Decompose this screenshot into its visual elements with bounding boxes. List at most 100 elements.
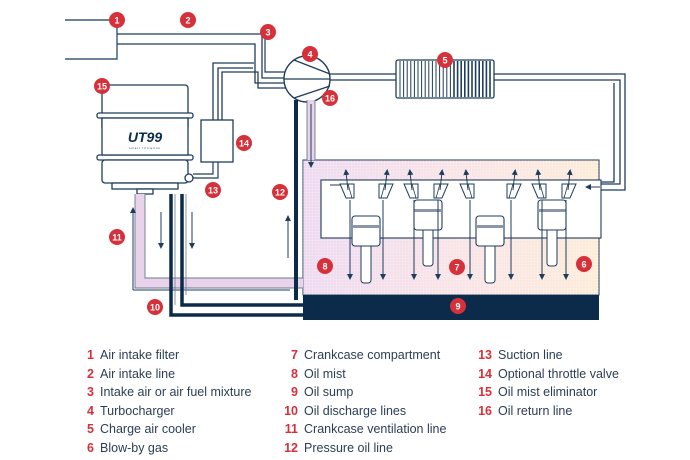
badge-label: 16 [325,94,335,104]
legend-item: 10 Oil discharge lines [280,402,446,421]
legend-item: 7 Crankcase compartment [280,346,446,365]
legend-label: Crankcase ventilation line [304,422,447,437]
badge-12: 12 [272,184,288,200]
legend-num: 15 [478,385,492,400]
legend-item: 16 Oil return line [474,402,619,421]
legend-label: Oil mist [304,366,346,381]
legend-label: Charge air cooler [100,422,196,437]
legend-label: Air intake line [100,366,176,381]
legend-num: 13 [478,348,492,362]
legend-label: Oil sump [304,385,354,400]
oil-mist-eliminator [96,84,194,195]
badge-6: 6 [576,256,592,272]
flow-arrow-up [438,169,445,191]
legend-num: 1 [87,348,94,362]
badge-label: 5 [442,56,447,66]
flow-arrow-up [407,169,414,191]
suction-line [212,62,290,120]
legend-label: Intake air or air fuel mixture [100,385,252,400]
legend-num: 12 [284,440,298,455]
legend-item: 11 Crankcase ventilation line [280,420,447,439]
badge-label: 7 [454,263,459,273]
legend-label: Turbocharger [100,403,175,418]
badge-4: 4 [302,46,318,62]
legend-label: Crankcase compartment [304,348,441,362]
legend-num: 5 [87,422,94,437]
badge-label: 14 [239,139,249,149]
flow-arrow-up [383,169,390,191]
suction-line-lower [193,162,219,179]
oil-return-line [306,100,316,168]
badge-10: 10 [147,299,163,315]
badge-14: 14 [236,135,252,151]
badge-15: 15 [94,78,110,94]
legend-num: 4 [87,403,94,418]
legend-num: 16 [478,403,492,418]
legend-num: 11 [284,422,298,437]
legend-num: 3 [87,385,94,400]
badge-label: 15 [97,82,107,92]
badge-label: 1 [114,16,119,26]
valve [459,183,475,199]
legend-item: 3 Intake air or air fuel mixture [82,383,251,402]
crankcase-ventilation-diagram: UT99 smart filtration [65,12,626,320]
legend-label: Oil return line [498,403,573,418]
air-intake-filter [65,19,118,60]
legend-num: 9 [291,385,298,400]
legend-label: Suction line [498,348,563,362]
legend-column-3: 13 Suction line 14 Optional throttle valve… [474,346,619,420]
valve [531,183,547,199]
badge-2: 2 [180,12,196,28]
badge-11: 11 [109,229,125,245]
legend-item: 13 Suction line [474,346,619,365]
valves [330,169,600,280]
flow-arrow-up [566,169,573,191]
badge-label: 11 [112,233,122,243]
piston [413,199,443,267]
valve [403,183,419,199]
oil-discharge-lines [158,194,303,317]
legend-label: Pressure oil line [304,440,393,455]
throttle-valve [200,119,234,163]
badge-16: 16 [322,90,338,106]
flow-arrow-up [343,169,350,191]
air-intake-line [117,33,290,84]
legend-num: 6 [87,440,94,455]
legend-label: Air intake filter [100,348,180,362]
badge-label: 3 [265,28,270,38]
intake-air-line [264,38,290,73]
legend-num: 10 [284,403,298,418]
legend-num: 14 [478,366,492,381]
badge-3: 3 [260,24,276,40]
valve [378,183,394,199]
badge-7: 7 [449,259,465,275]
legend-label: Optional throttle valve [498,366,619,381]
badge-1: 1 [109,12,125,28]
valve [339,183,355,199]
crankcase-ventilation-line [130,194,303,291]
badge-5: 5 [437,52,453,68]
piston [351,215,381,284]
legend-label: Oil discharge lines [304,403,407,418]
flow-arrow-up [511,169,518,191]
valve [561,183,577,199]
legend-item: 14 Optional throttle valve [474,365,619,384]
legend-item: 9 Oil sump [280,383,446,402]
badge-label: 10 [150,303,160,313]
brand-tagline: smart filtration [129,146,161,150]
badge-label: 2 [185,16,190,26]
charge-air-cooler [395,59,495,99]
badge-label: 4 [307,50,312,60]
badge-label: 6 [581,260,586,270]
brand-logo: UT99 [128,129,162,145]
badge-9: 9 [450,298,466,314]
legend-num: 7 [291,348,298,362]
legend-item: 4 Turbocharger [82,402,251,421]
badge-8: 8 [317,258,333,274]
